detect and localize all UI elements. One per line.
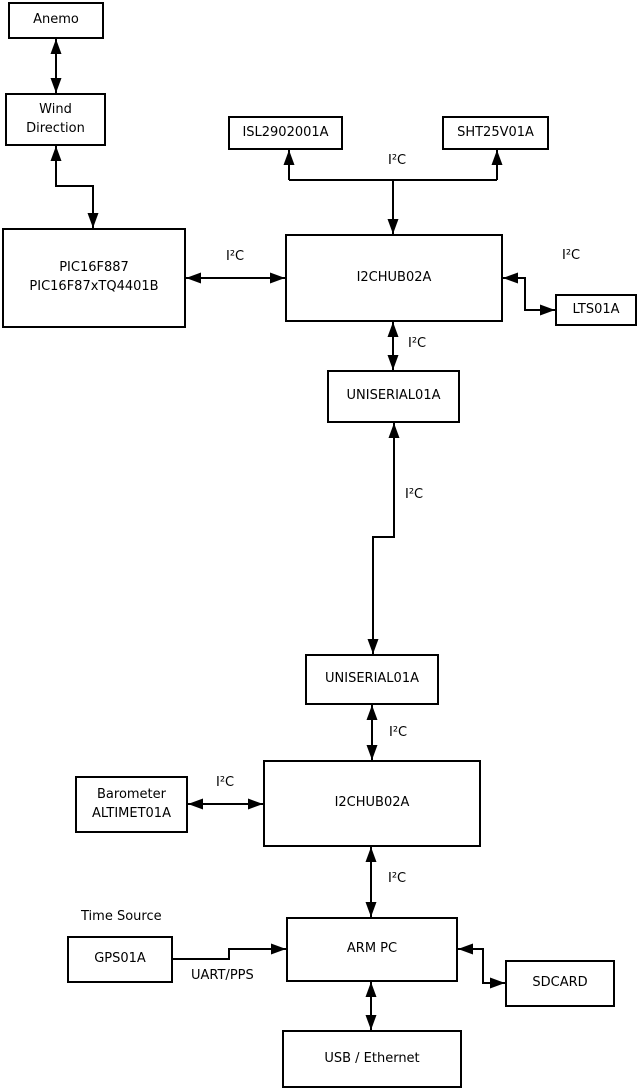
- node-lts01a-label: LTS01A: [572, 301, 620, 317]
- connector-hub1-lts: [503, 272, 555, 316]
- node-wind-direction: Wind Direction: [5, 93, 106, 146]
- edge-label-i2c-uniserial-link: I²C: [405, 487, 424, 502]
- node-arm-pc-label: ARM PC: [346, 941, 398, 957]
- node-pic16f887: PIC16F887 PIC16F87xTQ4401B: [2, 228, 186, 328]
- node-uniserial01a-1-label: UNISERIAL01A: [346, 388, 441, 404]
- edge-label-i2c-sensor-bus: I²C: [388, 153, 407, 168]
- node-gps01a-label: GPS01A: [94, 951, 146, 967]
- edge-label-i2c-uniserial2-hub2: I²C: [389, 725, 408, 740]
- node-i2chub02a-2: I2CHUB02A: [263, 760, 481, 847]
- node-anemo: Anemo: [8, 2, 104, 39]
- node-barometer-altimet01a-label: Barometer ALTIMET01A: [92, 786, 171, 821]
- edge-label-uart-pps: UART/PPS: [191, 968, 254, 983]
- edge-label-i2c-barometer-hub2: I²C: [216, 775, 235, 790]
- node-isl2902001a-label: ISL2902001A: [242, 124, 329, 140]
- node-lts01a: LTS01A: [555, 294, 637, 326]
- node-uniserial01a-2: UNISERIAL01A: [305, 654, 439, 705]
- connector-wind-pic: [50, 146, 99, 228]
- node-i2chub02a-2-label: I2CHUB02A: [334, 795, 410, 811]
- node-wind-direction-label: Wind Direction: [26, 101, 85, 136]
- edge-label-i2c-hub1-lts: I²C: [562, 248, 581, 263]
- node-anemo-label: Anemo: [33, 12, 79, 28]
- node-uniserial01a-2-label: UNISERIAL01A: [325, 671, 419, 687]
- edge-label-i2c-hub2-armpc: I²C: [388, 871, 407, 886]
- edge-label-time-source: Time Source: [81, 909, 162, 924]
- node-sht25v01a: SHT25V01A: [442, 116, 549, 150]
- edge-label-i2c-hub1-uniserial1: I²C: [408, 336, 427, 351]
- node-pic16f887-label: PIC16F887 PIC16F87xTQ4401B: [29, 260, 159, 294]
- connector-armpc-sdcard: [458, 943, 505, 989]
- node-usb-ethernet-label: USB / Ethernet: [324, 1050, 420, 1066]
- node-barometer-altimet01a: Barometer ALTIMET01A: [75, 776, 188, 833]
- node-i2chub02a-1-label: I2CHUB02A: [356, 269, 432, 285]
- node-sht25v01a-label: SHT25V01A: [457, 124, 534, 140]
- node-isl2902001a: ISL2902001A: [228, 116, 343, 150]
- node-arm-pc: ARM PC: [286, 917, 458, 982]
- connector-uniserial1-uniserial2: [367, 423, 400, 654]
- node-i2chub02a-1: I2CHUB02A: [285, 234, 503, 322]
- node-uniserial01a-1: UNISERIAL01A: [327, 370, 460, 423]
- edge-label-i2c-pic-hub1: I²C: [226, 249, 245, 264]
- node-sdcard: SDCARD: [505, 960, 615, 1007]
- node-sdcard-label: SDCARD: [532, 975, 588, 991]
- node-gps01a: GPS01A: [67, 936, 173, 983]
- connector-gps-armpc: [173, 943, 286, 960]
- node-usb-ethernet: USB / Ethernet: [282, 1030, 462, 1088]
